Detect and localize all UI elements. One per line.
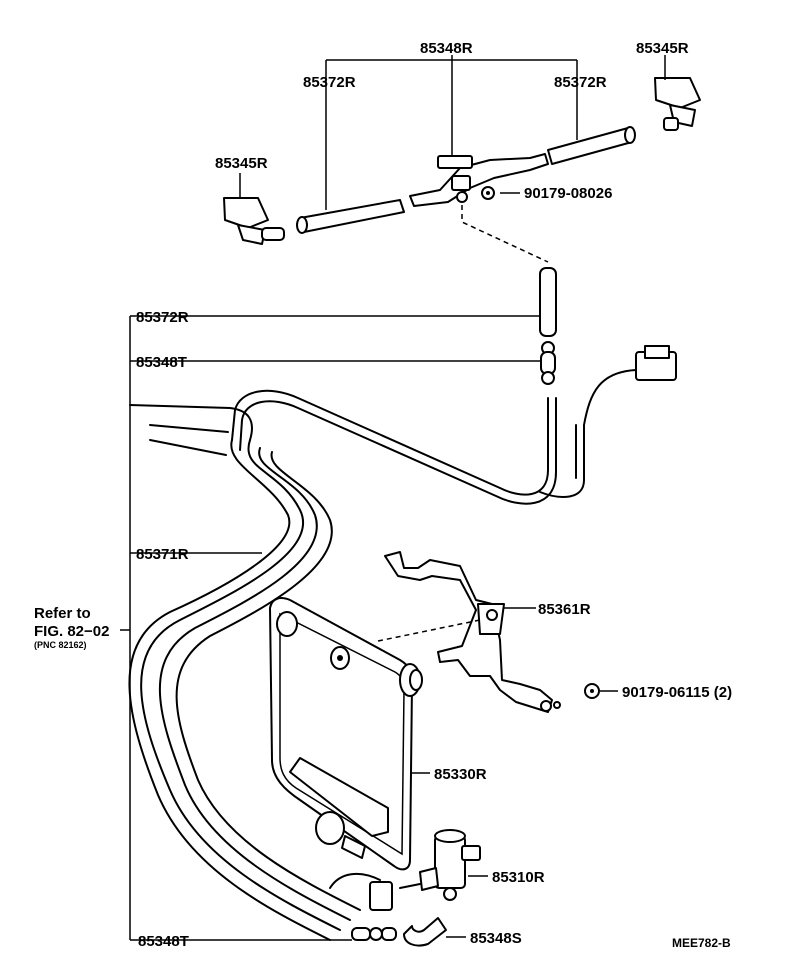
upper-joint — [130, 341, 556, 385]
washer-pump — [399, 829, 488, 901]
label-85372r-left: 85372R — [303, 74, 356, 91]
elbow-hose — [403, 917, 466, 947]
dashed-link-top — [461, 205, 549, 263]
label-90179-06115: 90179-06115 (2) — [622, 684, 732, 701]
label-85372r-side: 85372R — [136, 309, 189, 326]
label-85310r: 85310R — [492, 869, 545, 886]
washer-nozzle-left — [223, 173, 285, 245]
main-hose — [128, 389, 585, 941]
upper-hoses — [296, 126, 636, 234]
label-85348s: 85348S — [470, 930, 522, 947]
label-85348t-upper: 85348T — [136, 354, 187, 371]
label-85371r: 85371R — [136, 546, 189, 563]
pump-connector — [329, 872, 393, 911]
reference-line1: Refer to — [34, 605, 91, 622]
washer-tank — [269, 597, 430, 871]
wire-connector — [583, 345, 677, 426]
label-85330r: 85330R — [434, 766, 487, 783]
pump-bracket — [384, 551, 561, 713]
label-85361r: 85361R — [538, 601, 591, 618]
side-hose — [130, 267, 557, 337]
lower-joint — [130, 927, 397, 941]
label-85348r-top: 85348R — [420, 40, 473, 57]
label-85345r-left: 85345R — [215, 155, 268, 172]
label-85348t-lower: 85348T — [138, 933, 189, 950]
reference-line2: FIG. 82−02 — [34, 623, 109, 640]
label-85345r-right: 85345R — [636, 40, 689, 57]
label-85372r-right: 85372R — [554, 74, 607, 91]
figure-code: MEE782-B — [672, 936, 731, 950]
top-bracket-leaders — [325, 55, 578, 210]
washer-nozzle-right — [654, 55, 701, 131]
left-bracket-leader — [120, 316, 131, 940]
t-junction — [409, 153, 549, 207]
bolt — [584, 683, 618, 699]
label-90179-08026: 90179-08026 — [524, 185, 612, 202]
reference-line3: (PNC 82162) — [34, 640, 87, 650]
